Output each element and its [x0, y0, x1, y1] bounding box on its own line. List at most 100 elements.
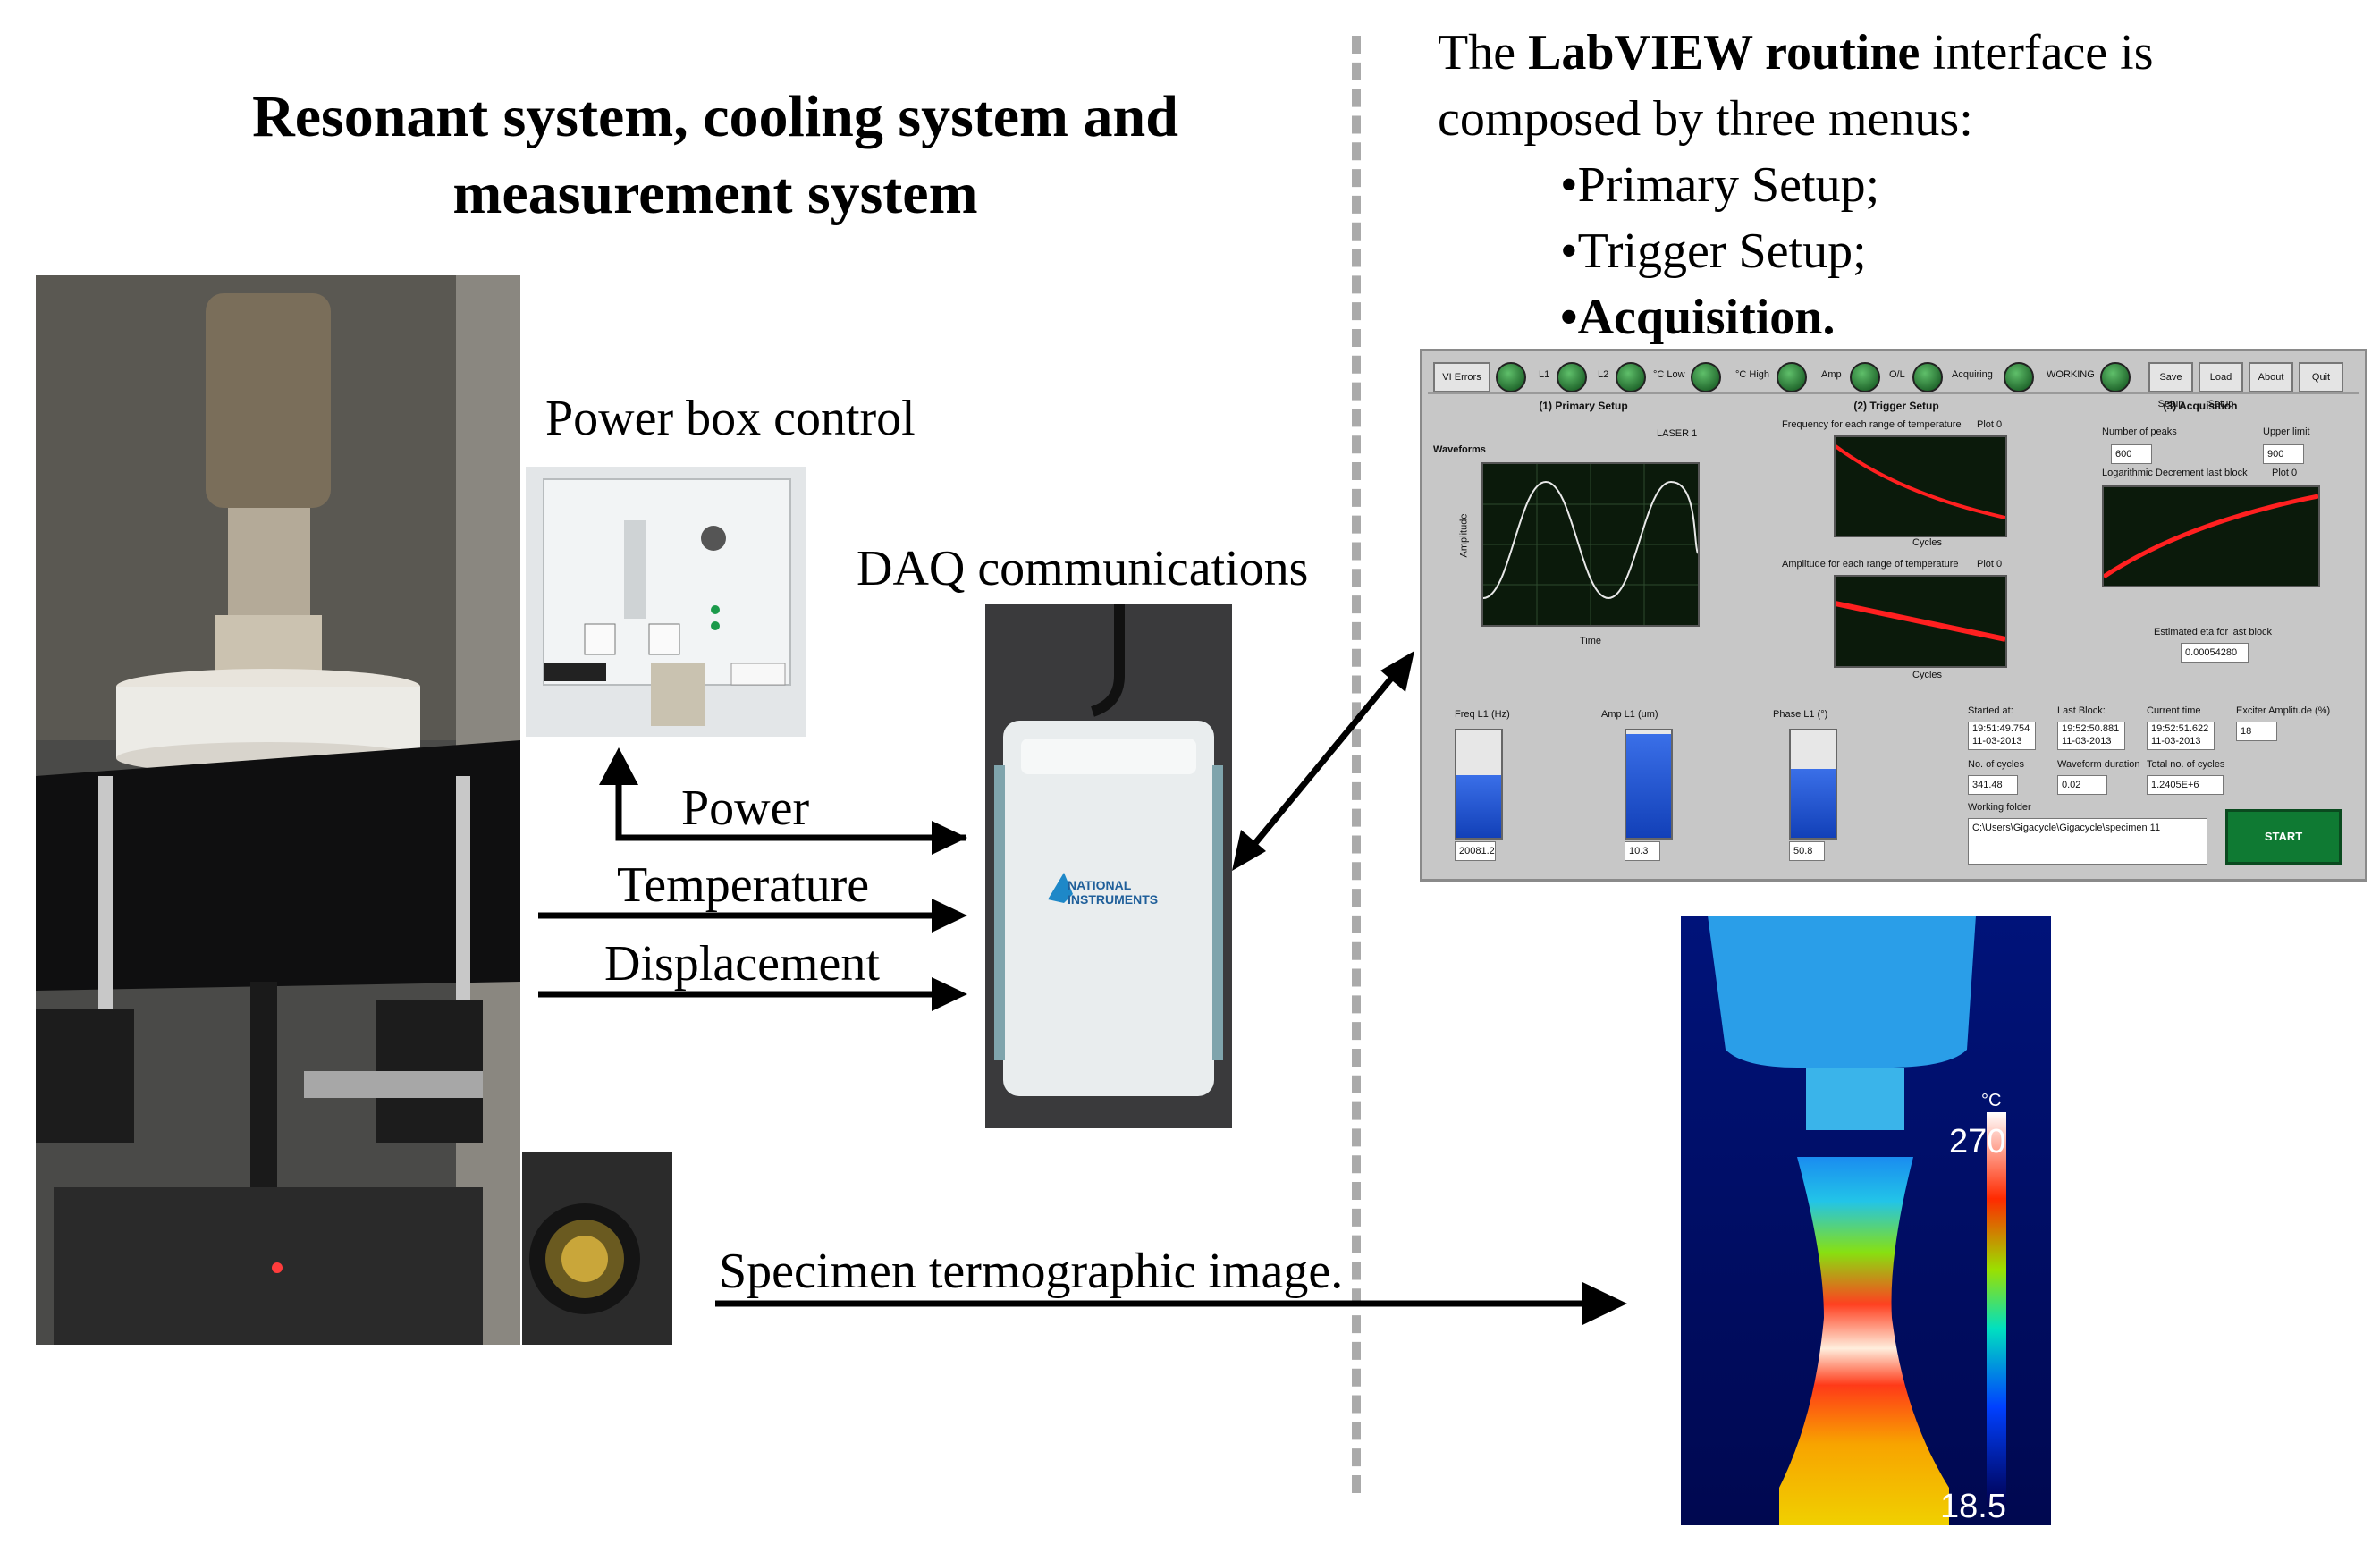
daq-illustration [985, 604, 1232, 1128]
started-at-date: 11-03-2013 [1972, 736, 2022, 747]
freq-tank-label: Freq L1 (Hz) [1455, 709, 1510, 720]
last-block-date: 11-03-2013 [2062, 736, 2112, 747]
intro-suffix: interface is [1920, 25, 2154, 80]
exciter-label: Exciter Amplitude (%) [2236, 705, 2331, 716]
led-label-ol: O/L [1889, 369, 1905, 380]
current-time-time: 19:52:51.622 [2151, 723, 2209, 734]
waveform-trace [1482, 464, 1699, 625]
led-l2 [1616, 362, 1646, 392]
current-time-date: 11-03-2013 [2151, 736, 2201, 747]
frequency-plot [1834, 435, 2007, 537]
last-block-label: Last Block: [2057, 705, 2106, 716]
intro-line-2: composed by three menus: [1438, 91, 1973, 147]
daq-brand: NATIONAL INSTRUMENTS [1068, 878, 1159, 907]
total-cycles-label: Total no. of cycles [2147, 759, 2225, 770]
amp-plot-legend: Plot 0 [1977, 559, 2003, 570]
upper-limit-label: Upper limit [2263, 426, 2310, 437]
intro-prefix: The [1438, 25, 1529, 80]
quit-button[interactable]: Quit [2299, 362, 2343, 392]
led-c-low [1691, 362, 1721, 392]
estimated-eta-label: Estimated eta for last block [2154, 627, 2273, 637]
started-at-label: Started at: [1968, 705, 2013, 716]
freq-tank [1455, 729, 1503, 840]
thermographic-illustration [1681, 916, 2051, 1525]
led-label-l1: L1 [1539, 369, 1550, 380]
led-ol [1912, 362, 1943, 392]
started-at-field: 19:51:49.754 11-03-2013 [1968, 722, 2036, 750]
upper-limit-field[interactable]: 900 [2263, 444, 2304, 464]
power-label: Power [681, 781, 810, 836]
daq-photo: NATIONAL INSTRUMENTS [985, 604, 1232, 1128]
working-folder-label: Working folder [1968, 802, 2031, 813]
about-button[interactable]: About [2249, 362, 2293, 392]
waveforms-label: Waveforms [1433, 444, 1486, 455]
amp-tank [1625, 729, 1673, 840]
led-label-l2: L2 [1598, 369, 1609, 380]
log-plot-title: Logarithmic Decrement last block [2102, 468, 2248, 478]
save-setup-button[interactable]: Save Setup [2148, 362, 2193, 409]
vi-errors-button[interactable]: VI Errors [1433, 362, 1490, 392]
menu-primary-setup: •Primary Setup; [1560, 157, 1880, 213]
led-amp [1850, 362, 1880, 392]
started-at-time: 19:51:49.754 [1972, 723, 2030, 734]
log-decrement-trace [2102, 494, 2319, 579]
amp-tank-value: 10.3 [1625, 841, 1660, 861]
amp-plot-title: Amplitude for each range of temperature [1782, 559, 1959, 570]
section-trigger-setup: (2) Trigger Setup [1853, 400, 1939, 412]
thermo-arrow [715, 1282, 1627, 1325]
total-cycles-field: 1.2405E+6 [2147, 775, 2224, 795]
daq-labview-arrow [1232, 651, 1414, 871]
last-block-time: 19:52:50.881 [2062, 723, 2120, 734]
start-button[interactable]: START [2225, 809, 2342, 865]
log-decrement-plot [2102, 485, 2320, 587]
freq-plot-title: Frequency for each range of temperature [1782, 419, 1962, 430]
daq-label: DAQ communications [857, 541, 1309, 596]
labview-panel: VI Errors L1 L2 °C Low °C High Amp O/L A… [1420, 349, 2367, 882]
displacement-arrow [538, 977, 967, 1011]
thermal-unit-label: °C [1981, 1091, 2002, 1110]
cycles-label: No. of cycles [1968, 759, 2024, 770]
freq-plot-legend: Plot 0 [1977, 419, 2003, 430]
phase-tank-value: 50.8 [1789, 841, 1825, 861]
load-setup-button[interactable]: Load Setup [2199, 362, 2243, 409]
estimated-eta-field: 0.00054280 [2181, 643, 2249, 663]
thermal-min-label: 18.5 [1940, 1488, 2006, 1525]
number-of-peaks-field[interactable]: 600 [2111, 444, 2152, 464]
laser-label: LASER 1 [1657, 428, 1698, 439]
thermo-label: Specimen termographic image. [719, 1244, 1344, 1299]
amp-tank-label: Amp L1 (um) [1601, 709, 1658, 720]
amplitude-trace [1835, 601, 2006, 642]
last-block-field: 19:52:50.881 11-03-2013 [2057, 722, 2125, 750]
working-folder-field[interactable]: C:\Users\Gigacycle\Gigacycle\specimen 11 [1968, 818, 2207, 865]
current-time-label: Current time [2147, 705, 2201, 716]
log-plot-legend: Plot 0 [2272, 468, 2298, 478]
temperature-label: Temperature [617, 857, 870, 913]
displacement-label: Displacement [604, 936, 880, 992]
camera-illustration [522, 1152, 672, 1345]
thermal-max-label: 270 [1949, 1123, 2006, 1161]
power-box-illustration [526, 467, 806, 737]
number-of-peaks-label: Number of peaks [2102, 426, 2177, 437]
led-label-c-high: °C High [1735, 369, 1770, 380]
phase-tank-label: Phase L1 (°) [1773, 709, 1828, 720]
amp-cycles-axis: Cycles [1912, 670, 1943, 680]
camera-photo [522, 1152, 672, 1345]
thermographic-image: 270 18.5 °C [1681, 916, 2051, 1525]
exciter-field[interactable]: 18 [2236, 722, 2277, 741]
time-axis-label: Time [1580, 636, 1602, 646]
freq-cycles-axis: Cycles [1912, 537, 1943, 548]
phase-tank [1789, 729, 1837, 840]
waveform-duration-label: Waveform duration [2057, 759, 2140, 770]
freq-tank-value: 20081.2 [1455, 841, 1496, 861]
section-primary-setup: (1) Primary Setup [1539, 400, 1628, 412]
cycles-field: 341.48 [1968, 775, 2018, 795]
section-title: Resonant system, cooling system and meas… [252, 84, 1178, 226]
frequency-trace [1834, 444, 2006, 519]
amplitude-plot [1834, 575, 2007, 668]
led-working [2100, 362, 2131, 392]
section-acquisition: (3) Acquisition [2163, 400, 2238, 412]
led-c-high [1777, 362, 1807, 392]
menu-acquisition: •Acquisition. [1560, 290, 1836, 345]
waveform-duration-field: 0.02 [2057, 775, 2107, 795]
